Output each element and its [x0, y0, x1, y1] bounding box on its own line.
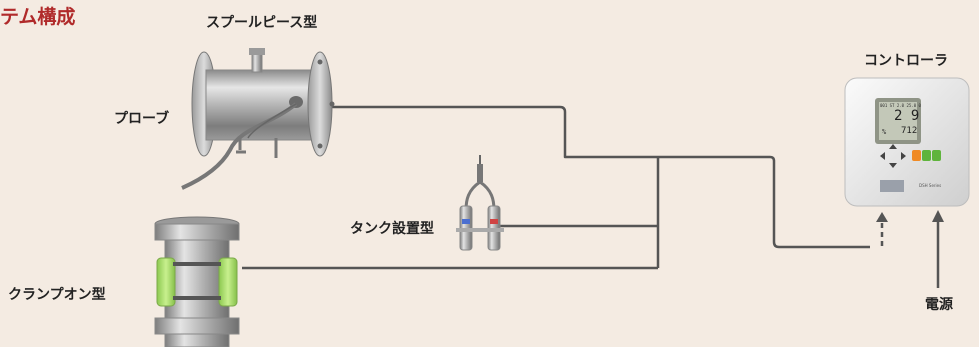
- label-spool-piece: スプールピース型: [206, 15, 318, 31]
- cable-network: [242, 105, 870, 270]
- label-probe: プローブ: [114, 111, 170, 127]
- label-power: 電源: [925, 297, 953, 313]
- display-header-row: 001 ST 2.0 25.0 0: [880, 103, 921, 108]
- tank-sensor: [456, 155, 504, 251]
- controller-brand-text: DSH Series: [919, 183, 942, 188]
- label-controller: コントローラ: [864, 53, 948, 69]
- label-clamp-on: クランプオン型: [8, 287, 106, 303]
- spool-piece-sensor: [181, 48, 335, 190]
- display-main-value: 2 9: [894, 108, 920, 124]
- power-arrow-icon: [932, 210, 944, 222]
- control-keys: [880, 144, 941, 168]
- section-title: テム構成: [0, 6, 76, 28]
- display-unit: %: [882, 128, 887, 136]
- display-sub-value: 712: [901, 126, 918, 136]
- clamp-on-sensor: [154, 216, 240, 347]
- label-tank: タンク設置型: [350, 221, 434, 237]
- controller-unit: [844, 77, 970, 207]
- arrow-up-controller-icon: [876, 212, 888, 222]
- cable-spool-to-controller: [322, 105, 870, 249]
